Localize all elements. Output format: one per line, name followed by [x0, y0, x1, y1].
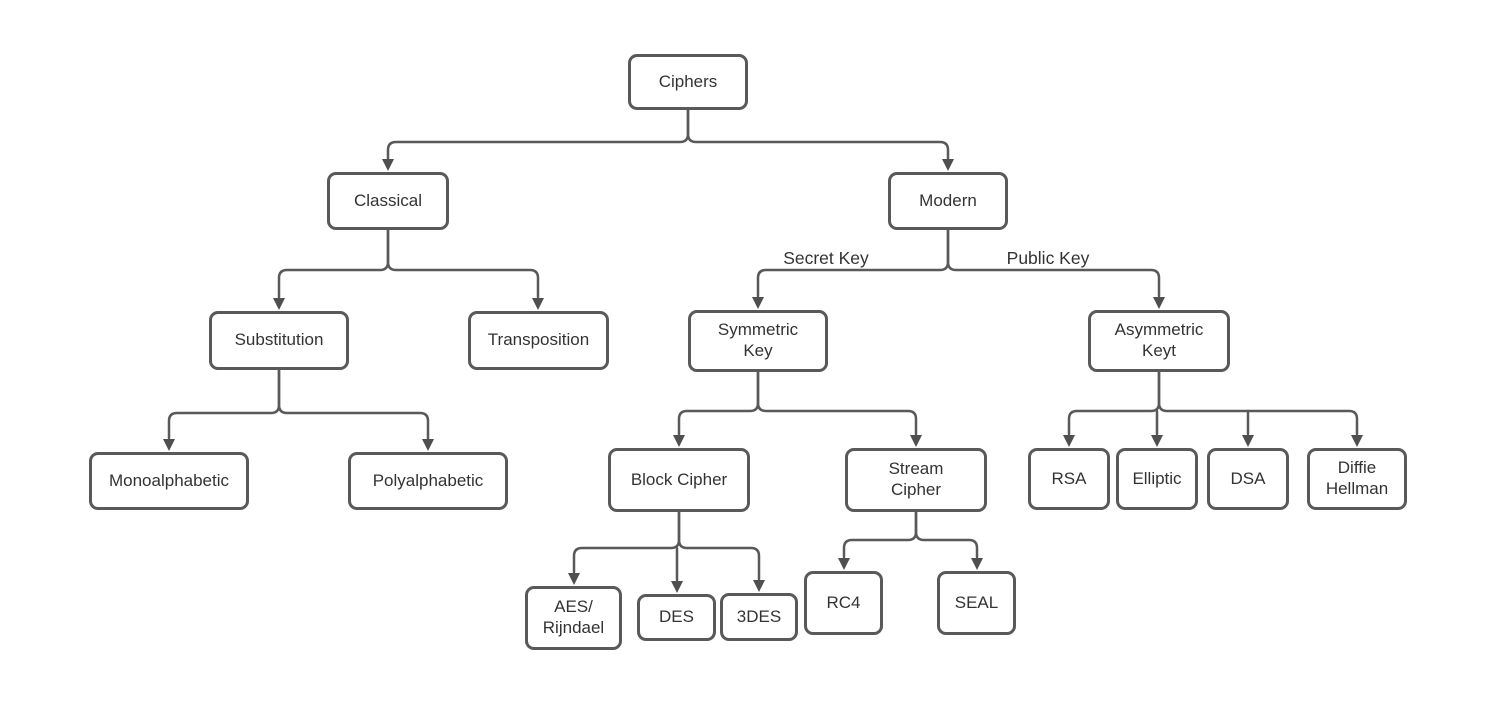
connector-classical-transposition — [386, 228, 540, 299]
node-transposition: Transposition — [468, 311, 609, 370]
arrowhead — [422, 439, 434, 451]
node-label: Symmetric Key — [717, 320, 799, 360]
arrowhead — [1351, 435, 1363, 447]
connector-stream-seal — [914, 510, 979, 559]
node-aes-rijndael: AES/ Rijndael — [525, 586, 622, 650]
connector-modern-asymmetric — [946, 228, 1161, 298]
node-label: Block Cipher — [630, 469, 728, 489]
node-label: RC4 — [826, 592, 861, 612]
node-monoalphabetic: Monoalphabetic — [89, 452, 249, 510]
node-3des: 3DES — [720, 593, 798, 641]
node-label: Monoalphabetic — [108, 470, 230, 490]
connector-ciphers-modern — [686, 108, 950, 160]
arrowhead — [382, 159, 394, 171]
node-des: DES — [637, 594, 716, 641]
node-modern: Modern — [888, 172, 1008, 230]
arrowhead — [1153, 297, 1165, 309]
node-label: AES/ Rijndael — [542, 597, 605, 637]
node-dsa: DSA — [1207, 448, 1289, 510]
node-stream-cipher: Stream Cipher — [845, 448, 987, 512]
node-asymmetric-keyt: Asymmetric Keyt — [1088, 310, 1230, 372]
connector-stream-rc4 — [842, 510, 918, 559]
arrowhead — [753, 580, 765, 592]
node-label: DES — [659, 607, 694, 627]
arrowhead — [273, 298, 285, 310]
node-label: Transposition — [487, 330, 590, 350]
node-ciphers: Ciphers — [628, 54, 748, 110]
node-diffie-hellman: Diffie Hellman — [1307, 448, 1407, 510]
connector-asymmetric-diffie — [1157, 370, 1359, 436]
node-label: Diffie Hellman — [1325, 458, 1389, 498]
node-label: 3DES — [736, 606, 782, 626]
edge-label-secret-key: Secret Key — [783, 248, 869, 268]
connector-asymmetric-rsa — [1067, 370, 1161, 436]
arrowhead — [568, 573, 580, 585]
connector-block-aes — [572, 510, 681, 574]
arrowhead — [910, 435, 922, 447]
node-label: Modern — [919, 190, 977, 210]
arrowhead — [752, 297, 764, 309]
arrowhead — [532, 298, 544, 310]
node-substitution: Substitution — [209, 311, 349, 370]
arrowhead — [1063, 435, 1075, 447]
node-label: Polyalphabetic — [372, 470, 484, 490]
arrowhead — [1242, 435, 1254, 447]
node-classical: Classical — [327, 172, 449, 230]
arrowhead — [1151, 435, 1163, 447]
node-label: SEAL — [954, 592, 999, 612]
arrowhead — [673, 435, 685, 447]
node-seal: SEAL — [937, 571, 1016, 635]
connector-ciphers-classical — [386, 108, 690, 160]
arrowhead — [971, 558, 983, 570]
node-label: DSA — [1230, 468, 1266, 488]
node-rc4: RC4 — [804, 571, 883, 635]
node-symmetric-key: Symmetric Key — [688, 310, 828, 372]
arrowhead — [942, 159, 954, 171]
connector-block-3des — [677, 510, 761, 581]
node-block-cipher: Block Cipher — [608, 448, 750, 512]
node-label: Substitution — [234, 330, 324, 350]
node-label: RSA — [1051, 468, 1087, 488]
connector-classical-substitution — [277, 228, 390, 299]
node-polyalphabetic: Polyalphabetic — [348, 452, 508, 510]
connector-substitution-monoalphabetic — [167, 368, 281, 440]
arrowhead — [163, 439, 175, 451]
edge-label-public-key: Public Key — [1006, 248, 1090, 268]
node-label: Ciphers — [658, 71, 718, 91]
node-label: Classical — [353, 190, 423, 210]
connector-substitution-polyalphabetic — [277, 368, 430, 440]
node-rsa: RSA — [1028, 448, 1110, 510]
node-label: Asymmetric Keyt — [1114, 320, 1204, 360]
node-elliptic: Elliptic — [1116, 448, 1198, 510]
connector-symmetric-stream — [756, 370, 918, 436]
node-label: Stream Cipher — [888, 459, 944, 499]
arrowhead — [671, 581, 683, 593]
connector-symmetric-block — [677, 370, 760, 436]
node-label: Elliptic — [1132, 468, 1182, 488]
arrowhead — [838, 558, 850, 570]
